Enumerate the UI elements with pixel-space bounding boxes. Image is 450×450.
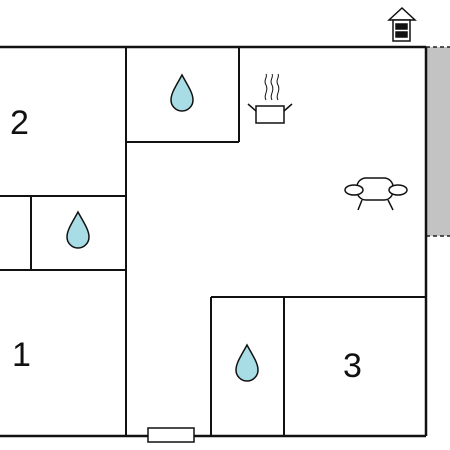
terrace-area xyxy=(426,47,450,236)
water-drop-icon xyxy=(235,343,259,382)
cooking-pot-icon xyxy=(247,73,293,124)
sofa-icon xyxy=(344,177,408,211)
entrance-door xyxy=(147,427,195,443)
walls xyxy=(0,45,428,438)
water-drop-icon xyxy=(66,210,90,249)
interior-walls xyxy=(0,47,426,436)
house-entrance-icon xyxy=(387,6,417,42)
water-drop-icon xyxy=(170,73,194,112)
